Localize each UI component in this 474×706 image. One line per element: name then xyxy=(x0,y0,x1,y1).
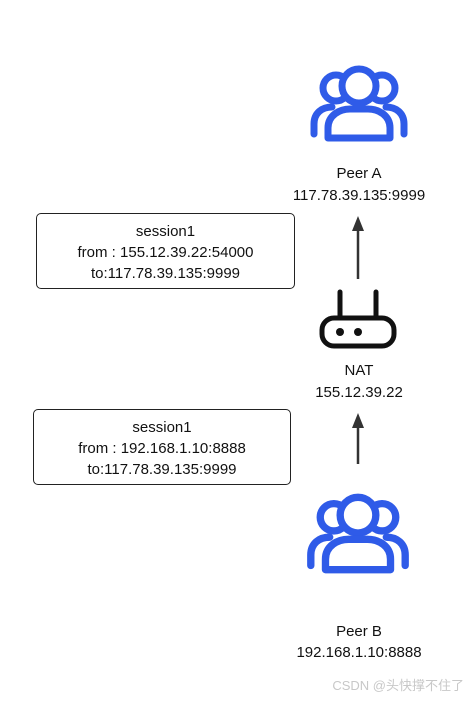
router-icon xyxy=(319,289,397,349)
session-inner-title: session1 xyxy=(132,419,192,436)
peer-a-name: Peer A xyxy=(336,165,382,182)
peer-a-address: 117.78.39.135:9999 xyxy=(292,187,426,204)
session-inner-to: to:117.78.39.135:9999 xyxy=(87,461,237,478)
session-inner-from: from : 192.168.1.10:8888 xyxy=(78,440,246,457)
nat-name: NAT xyxy=(344,362,374,379)
session-outer-title: session1 xyxy=(135,223,196,240)
session-box-peer-b-to-nat: session1 from : 192.168.1.10:8888 to:117… xyxy=(33,409,291,485)
peer-b-name: Peer B xyxy=(336,623,382,640)
peer-a-users-icon xyxy=(310,65,408,142)
session-box-nat-to-peer-a: session1 from : 155.12.39.22:54000 to:11… xyxy=(36,213,295,289)
session-outer-from: from : 155.12.39.22:54000 xyxy=(77,244,254,261)
watermark: CSDN @头快撑不住了 xyxy=(332,678,464,693)
nat-address: 155.12.39.22 xyxy=(315,384,403,401)
arrow-peer-b-to-nat xyxy=(352,413,364,464)
peer-b-address: 192.168.1.10:8888 xyxy=(296,644,422,661)
session-outer-to: to:117.78.39.135:9999 xyxy=(90,265,241,282)
arrow-nat-to-peer-a xyxy=(352,216,364,279)
peer-b-users-icon xyxy=(307,493,409,574)
